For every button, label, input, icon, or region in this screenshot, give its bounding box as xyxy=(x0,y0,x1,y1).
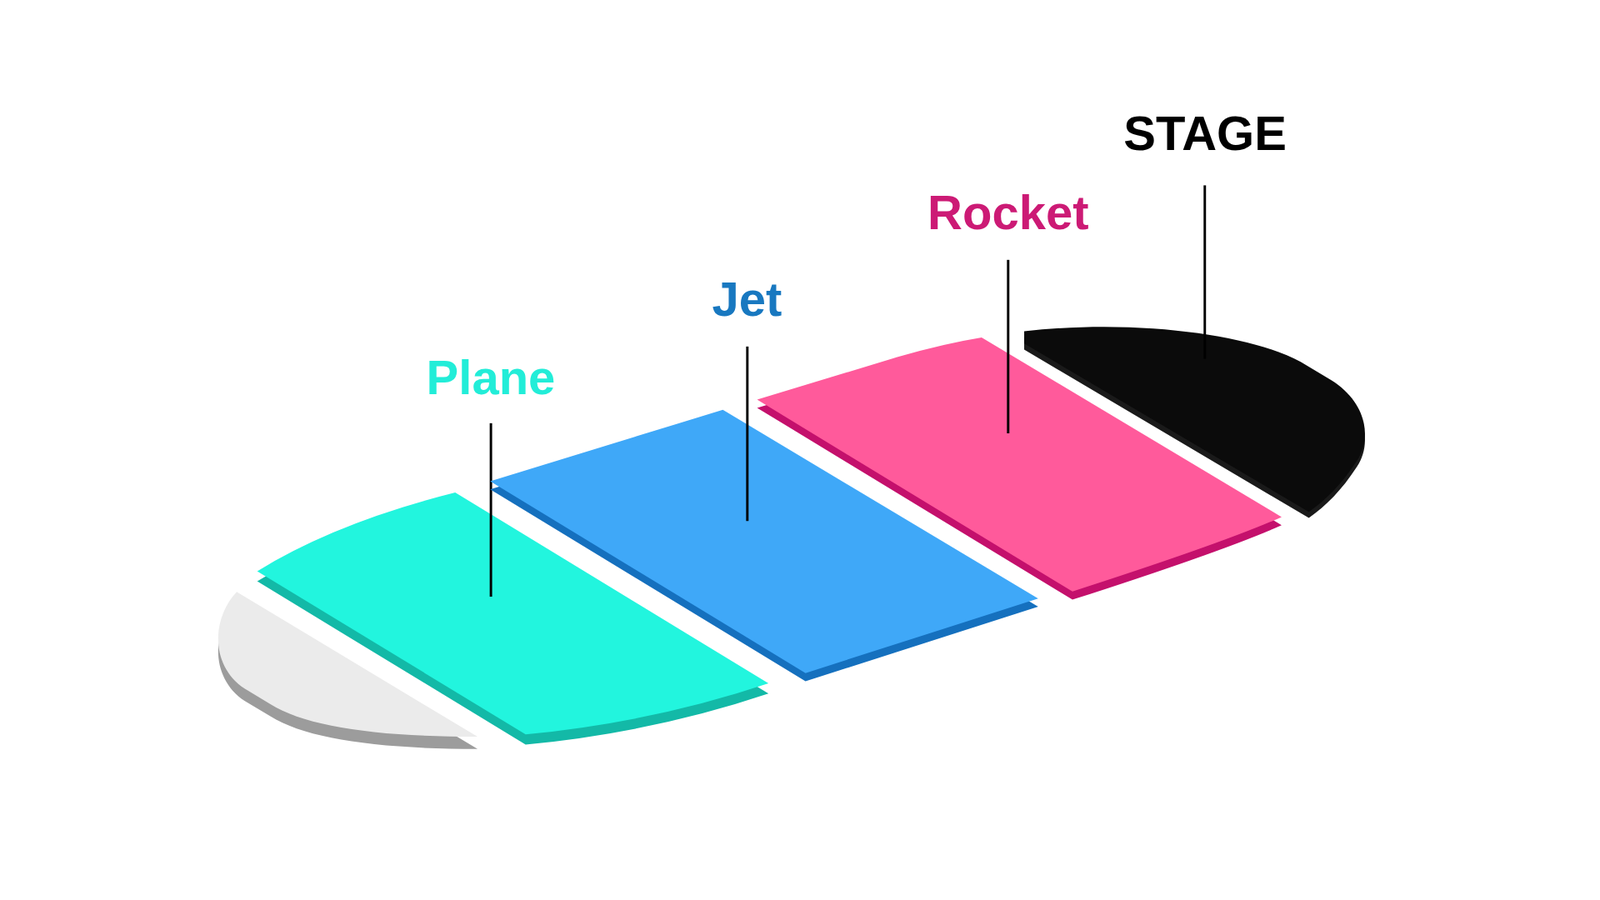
leader-line xyxy=(1204,185,1207,360)
seating-zone: STAGE xyxy=(1015,101,1373,522)
zone-shape xyxy=(1015,101,1373,522)
zone-surface xyxy=(1024,327,1365,513)
leader-line xyxy=(1006,260,1010,434)
zone-label: STAGE xyxy=(1123,109,1287,158)
zone-label: Rocket xyxy=(927,188,1089,237)
zone-label: Jet xyxy=(711,275,782,324)
leader-line xyxy=(490,423,493,597)
leader-line xyxy=(745,346,749,521)
zone-label: Plane xyxy=(426,353,556,402)
